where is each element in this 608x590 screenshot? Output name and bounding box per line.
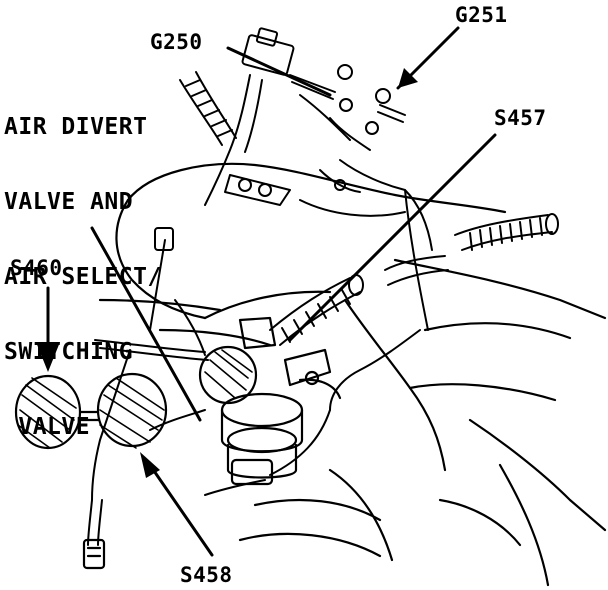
label-s460: S460 <box>10 256 63 280</box>
label-air-divert-line-1: AIR DIVERT <box>4 114 148 140</box>
wiring-harness <box>87 74 433 546</box>
s458-arrow-head <box>140 452 160 478</box>
label-air-divert-line-3: AIR SELECT/ <box>4 264 162 290</box>
air-hose-center <box>269 255 449 346</box>
splice-pack-left <box>14 372 168 570</box>
s460-arrow-head <box>36 342 60 372</box>
s458-leader-line <box>150 466 214 557</box>
s457-leader-line <box>288 133 497 342</box>
label-air-divert-valve: AIR DIVERT VALVE AND AIR SELECT/ SWITCHI… <box>4 70 162 491</box>
air-divert-leader-line <box>90 226 202 422</box>
label-air-divert-line-4: SWITCHING <box>4 339 134 365</box>
g250-leader-line <box>226 46 332 97</box>
corrugated-hose-left <box>179 71 237 146</box>
label-g250: G250 <box>150 30 203 54</box>
ground-connector-cluster <box>154 27 406 251</box>
label-g251: G251 <box>455 3 508 27</box>
g251-arrow-head <box>398 68 418 88</box>
arrow-heads <box>36 68 418 478</box>
air-valve-assembly <box>198 316 342 486</box>
engine-block-outline <box>98 162 607 587</box>
label-air-divert-line-2: VALVE AND <box>4 189 134 215</box>
corrugated-hose-right <box>454 213 559 251</box>
label-s457: S457 <box>494 106 547 130</box>
label-s458: S458 <box>180 563 233 587</box>
callout-arrows <box>46 26 497 557</box>
label-air-divert-line-5: VALVE <box>4 414 91 440</box>
